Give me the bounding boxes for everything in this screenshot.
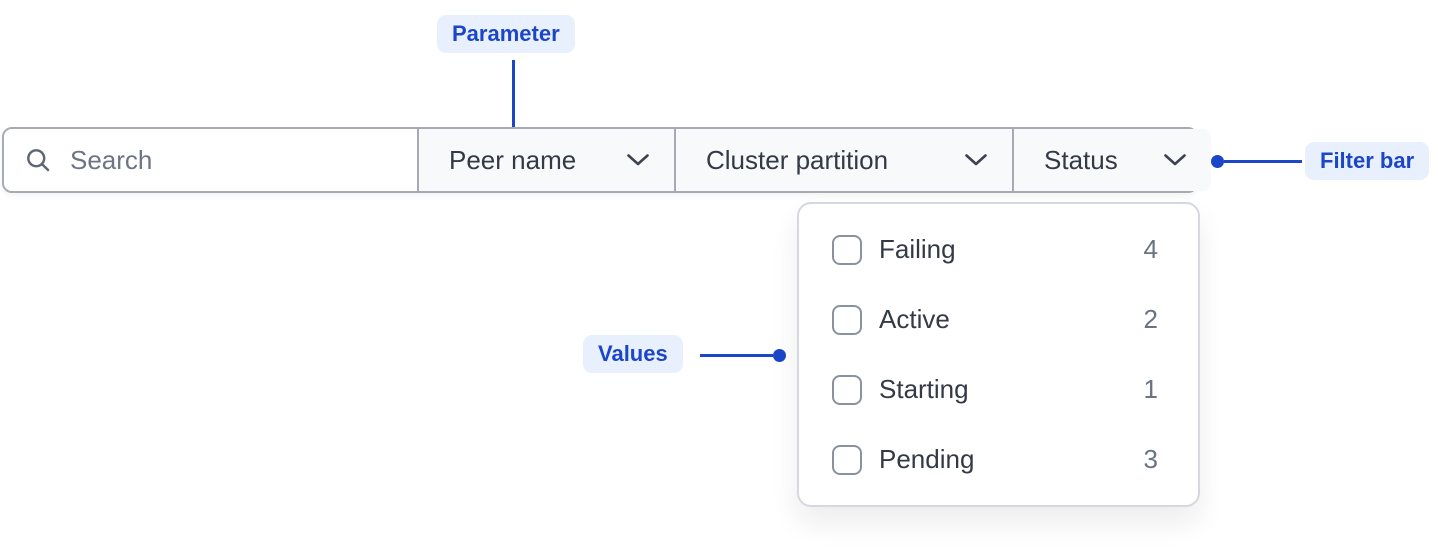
status-dropdown-panel: Failing 4 Active 2 Starting 1 Pending 3	[797, 202, 1200, 507]
status-option-active[interactable]: Active 2	[832, 304, 1158, 335]
values-connector-dot	[773, 349, 786, 362]
search-icon	[24, 146, 52, 174]
status-option-label: Starting	[879, 374, 969, 404]
dropdown-cluster-partition-label: Cluster partition	[706, 144, 889, 175]
dropdown-status[interactable]: Status	[1012, 129, 1211, 191]
status-option-pending[interactable]: Pending 3	[832, 444, 1158, 475]
status-option-failing[interactable]: Failing 4	[832, 234, 1158, 265]
parameter-annotation-badge: Parameter	[437, 15, 575, 53]
search-section	[4, 129, 417, 191]
search-input[interactable]	[70, 144, 417, 176]
checkbox-starting[interactable]	[832, 374, 862, 405]
checkbox-failing[interactable]	[832, 234, 862, 265]
filter-bar: Peer name Cluster partition Status	[2, 127, 1211, 193]
filter-bar-connector-dot	[1211, 155, 1224, 168]
status-option-label: Failing	[879, 234, 956, 264]
checkbox-pending[interactable]	[832, 444, 862, 475]
status-option-label: Active	[879, 304, 950, 334]
status-option-starting[interactable]: Starting 1	[832, 374, 1158, 405]
status-option-count: 4	[1143, 234, 1158, 264]
status-option-count: 2	[1143, 304, 1158, 334]
chevron-down-icon	[627, 154, 649, 166]
checkbox-active[interactable]	[832, 304, 862, 335]
values-annotation-badge: Values	[583, 335, 683, 373]
filter-bar-annotation-badge: Filter bar	[1305, 142, 1430, 180]
status-option-count: 3	[1143, 444, 1158, 474]
status-option-label: Pending	[879, 444, 975, 474]
dropdown-peer-name-label: Peer name	[449, 144, 577, 175]
dropdown-cluster-partition[interactable]: Cluster partition	[674, 129, 1012, 191]
filter-bar-connector-line	[1224, 160, 1302, 163]
dropdown-status-label: Status	[1044, 144, 1118, 175]
chevron-down-icon	[965, 154, 987, 166]
dropdown-peer-name[interactable]: Peer name	[417, 129, 674, 191]
values-connector-line	[700, 354, 773, 357]
status-option-count: 1	[1143, 374, 1158, 404]
parameter-connector-line	[512, 60, 515, 138]
chevron-down-icon	[1164, 154, 1186, 166]
